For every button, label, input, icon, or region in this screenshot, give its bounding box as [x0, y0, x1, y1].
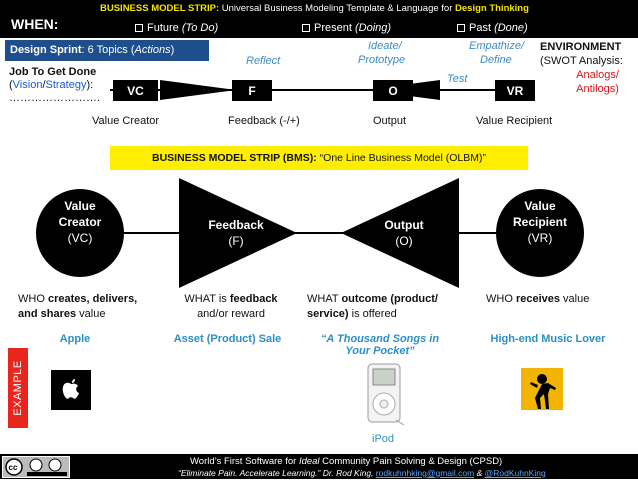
- option-present[interactable]: Present (Doing): [302, 22, 391, 34]
- when-label: WHEN:: [11, 16, 59, 32]
- svg-text:cc: cc: [9, 463, 18, 472]
- small-strip-arrow-right: [160, 80, 236, 100]
- email-link[interactable]: rodkuhnhking@gmail.com: [375, 468, 475, 478]
- value-recipient-circle: [496, 189, 584, 277]
- example-vr: High-end Music Lover: [490, 333, 606, 345]
- small-node-vr: VR: [495, 80, 535, 101]
- header-title: BUSINESS MODEL STRIP: Universal Business…: [100, 3, 529, 14]
- checkbox-icon[interactable]: [302, 24, 310, 32]
- action-reflect: Reflect: [246, 55, 281, 67]
- footer-line-1: World’s First Software for Ideal Communi…: [190, 456, 503, 467]
- small-node-f: F: [232, 80, 272, 101]
- apple-logo-icon: [51, 370, 91, 410]
- action-empathize: Empathize/: [469, 40, 525, 52]
- footer-line-2: “Eliminate Pain. Accelerate Learning.” D…: [178, 468, 546, 478]
- example-vc: Apple: [59, 333, 91, 345]
- header-title-suffix: Design Thinking: [455, 3, 529, 14]
- action-define: Define: [480, 54, 512, 66]
- example-f: Asset (Product) Sale: [173, 333, 282, 345]
- creative-commons-badge-icon: cc: [2, 456, 70, 478]
- checkbox-icon[interactable]: [135, 24, 143, 32]
- feedback-triangle: [179, 178, 297, 288]
- ipod-caption: iPod: [372, 433, 395, 445]
- footer-bar: cc World’s First Software for Ideal Comm…: [0, 454, 638, 479]
- design-sprint-box: Design Sprint: 6 Topics (Actions): [5, 40, 209, 61]
- option-future[interactable]: Future (To Do): [135, 22, 218, 34]
- output-triangle: [341, 178, 459, 288]
- twitter-link[interactable]: @RodKuhnKing: [484, 468, 546, 478]
- action-ideate: Ideate/: [368, 40, 402, 52]
- desc-f: WHAT is feedback and/or reward: [184, 293, 278, 320]
- top-header-bar: WHEN: BUSINESS MODEL STRIP: Universal Bu…: [0, 0, 638, 38]
- desc-vc: WHO creates, delivers, and shares value: [18, 293, 138, 320]
- label-value-recipient: Value Recipient: [476, 115, 553, 127]
- checkbox-icon[interactable]: [457, 24, 465, 32]
- desc-o: WHAT outcome (product/ service) is offer…: [307, 293, 438, 320]
- small-node-o: O: [373, 80, 413, 101]
- option-past[interactable]: Past (Done): [457, 22, 528, 34]
- header-title-prefix: BUSINESS MODEL STRIP:: [100, 3, 220, 14]
- label-value-creator: Value Creator: [92, 115, 160, 127]
- big-strip-diagram: [36, 178, 584, 288]
- label-feedback: Feedback (-/+): [228, 115, 300, 127]
- action-test: Test: [447, 73, 468, 85]
- value-creator-circle: [36, 189, 124, 277]
- example-tag: EXAMPLE: [8, 348, 28, 428]
- ipod-icon: [366, 362, 406, 426]
- bms-banner: BUSINESS MODEL STRIP (BMS): “One Line Bu…: [110, 146, 528, 170]
- label-output: Output: [373, 115, 407, 127]
- big-node-o: Output(O): [384, 218, 424, 248]
- small-node-vc: VC: [113, 80, 158, 101]
- job-to-get-done: Job To Get Done (Vision/Strategy): ………………: [9, 66, 101, 104]
- big-node-f: Feedback(F): [208, 218, 264, 248]
- environment-box: ENVIRONMENT (SWOT Analysis: Analogs/ Ant…: [540, 41, 623, 95]
- desc-vr: WHO receives value: [486, 293, 590, 305]
- header-title-main: Universal Business Modeling Template & L…: [219, 3, 456, 14]
- action-prototype: Prototype: [358, 54, 406, 66]
- music-lover-icon: [521, 368, 563, 410]
